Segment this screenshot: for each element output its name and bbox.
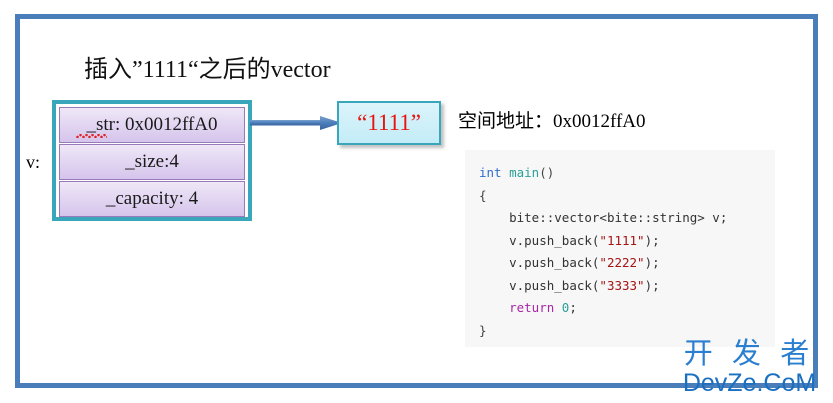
- pointer-arrow-icon: [250, 116, 342, 130]
- code-token-type: v.push_back(: [509, 277, 600, 293]
- code-token-type: bite::vector<bite::string> v;: [509, 210, 728, 225]
- code-token-num: 0: [561, 300, 570, 315]
- code-token-str: "2222": [599, 255, 645, 270]
- code-token-type: ;: [569, 300, 577, 315]
- code-line: v.push_back("3333");: [479, 275, 775, 298]
- code-indent: [479, 233, 509, 248]
- code-token-ret: return: [509, 300, 555, 315]
- code-indent: [479, 300, 509, 315]
- vector-field-str: _str: 0x0012ffA0: [59, 107, 245, 143]
- page-title: 插入”1111“之后的vector: [84, 57, 331, 83]
- code-token-punc: [502, 165, 510, 180]
- code-line: bite::vector<bite::string> v;: [479, 207, 775, 230]
- vector-field-capacity: _capacity: 4: [59, 181, 245, 217]
- code-line: v.push_back("1111");: [479, 230, 775, 253]
- code-token-type: );: [644, 255, 660, 270]
- code-line: {: [479, 185, 775, 208]
- heap-string-value-box: “1111”: [337, 101, 441, 145]
- vector-object-box: _str: 0x0012ffA0 _size:4 _capacity: 4: [52, 100, 252, 221]
- code-indent: [479, 210, 509, 225]
- code-token-punc: [554, 300, 562, 315]
- code-token-kw: int: [479, 165, 502, 180]
- code-line: }: [479, 320, 775, 343]
- code-token-str: "3333": [599, 277, 645, 293]
- code-snippet: int main(){ bite::vector<bite::string> v…: [465, 150, 775, 347]
- heap-string-value-text: “1111”: [357, 110, 421, 135]
- vector-field-size-label: _size:4: [125, 151, 179, 172]
- vector-field-capacity-label: _capacity: 4: [105, 188, 199, 209]
- vector-field-str-label: _str: 0x0012ffA0: [86, 114, 218, 135]
- code-token-fn: main: [509, 165, 540, 180]
- code-token-punc: (): [539, 165, 555, 180]
- address-note: 空间地址：0x0012ffA0: [458, 111, 646, 132]
- watermark-en-text: DevZe.CoM: [682, 369, 817, 397]
- variable-label-v: v:: [26, 152, 41, 172]
- code-line: return 0;: [479, 297, 775, 320]
- code-line: v.push_back("2222");: [479, 252, 775, 275]
- code-token-punc: }: [479, 322, 487, 338]
- code-indent: [479, 255, 509, 270]
- code-token-type: v.push_back(: [509, 232, 600, 248]
- code-indent: [479, 278, 509, 293]
- code-line: int main(): [479, 162, 775, 185]
- vector-field-size: _size:4: [59, 144, 245, 180]
- watermark: 开 发 者 DevZe.CoM: [672, 339, 827, 397]
- code-token-type: );: [644, 277, 660, 293]
- code-token-punc: {: [479, 187, 487, 203]
- code-token-type: );: [644, 232, 660, 248]
- code-token-type: v.push_back(: [509, 255, 600, 270]
- code-token-str: "1111": [599, 232, 645, 248]
